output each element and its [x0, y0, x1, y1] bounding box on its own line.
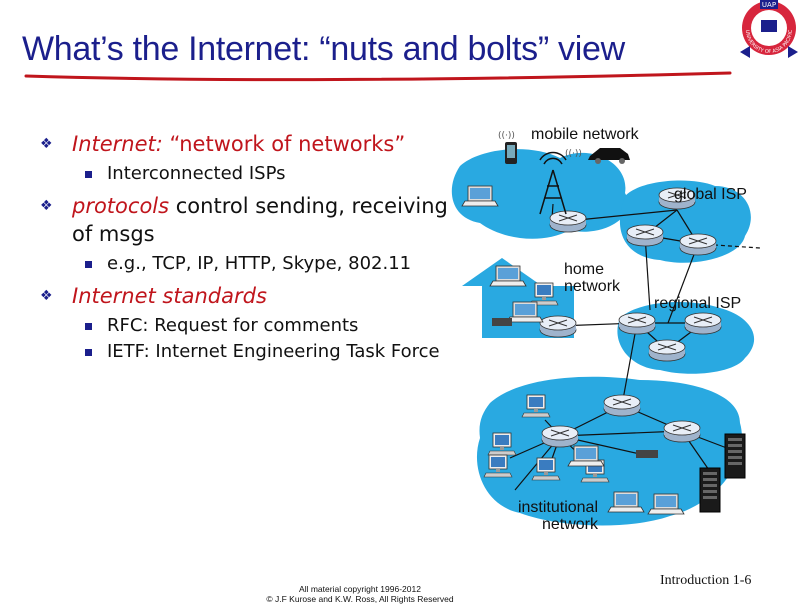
router-icon	[539, 315, 577, 338]
network-diagram-graphic: ((·)) ((·))	[451, 131, 761, 526]
router-icon	[618, 312, 656, 335]
cell-tower-icon	[539, 151, 567, 215]
slide-title: What’s the Internet: “nuts and bolts” vi…	[22, 30, 625, 68]
label-institutional-network: institutional network	[517, 499, 598, 533]
svg-text:((·)): ((·))	[565, 149, 582, 159]
router-icon	[626, 224, 664, 247]
sub-bullet: Interconnected ISPs	[40, 162, 460, 186]
router-icon	[549, 210, 587, 233]
title-underline	[24, 71, 732, 82]
label-regional-isp: regional ISP	[654, 295, 742, 312]
bullet-standards: ❖Internet standards	[40, 284, 267, 308]
wireless-router-icon	[492, 318, 512, 326]
sub-bullet: IETF: Internet Engineering Task Force	[40, 340, 460, 364]
svg-text:((·)): ((·))	[498, 131, 515, 141]
diamond-bullet-icon: ❖	[40, 198, 53, 214]
sub-bullet: RFC: Request for comments	[40, 314, 460, 338]
router-icon	[679, 233, 717, 256]
copyright: All material copyright 1996-2012 © J.F K…	[266, 584, 454, 604]
network-diagram: ((·)) ((·)) mobile network global ISP ho…	[440, 118, 805, 548]
router-icon	[663, 420, 701, 443]
slide-footer: Introduction 1-6	[660, 573, 752, 588]
wireless-router-icon	[636, 450, 658, 458]
sub-bullet: e.g., TCP, IP, HTTP, Skype, 802.11	[40, 252, 460, 276]
server-icon	[699, 467, 721, 513]
bullet-protocols: ❖protocols control sending, receiving of…	[40, 194, 448, 246]
diamond-bullet-icon: ❖	[40, 288, 53, 304]
label-home-network: home network	[564, 261, 621, 295]
server-icon	[724, 433, 746, 479]
label-mobile-network: mobile network	[531, 126, 639, 143]
router-icon	[603, 394, 641, 417]
label-global-isp: global ISP	[674, 186, 747, 203]
car-icon	[588, 148, 630, 160]
router-icon	[541, 425, 579, 448]
bullet-list: ❖Internet: “network of networks” Interco…	[40, 130, 460, 366]
university-logo: UAP UNIVERSITY OF ASIA PACIFIC	[740, 0, 798, 58]
router-icon	[684, 312, 722, 335]
router-icon	[648, 339, 686, 362]
svg-text:UAP: UAP	[762, 1, 776, 9]
diamond-bullet-icon: ❖	[40, 136, 53, 152]
bullet-internet: ❖Internet: “network of networks”	[40, 132, 406, 156]
